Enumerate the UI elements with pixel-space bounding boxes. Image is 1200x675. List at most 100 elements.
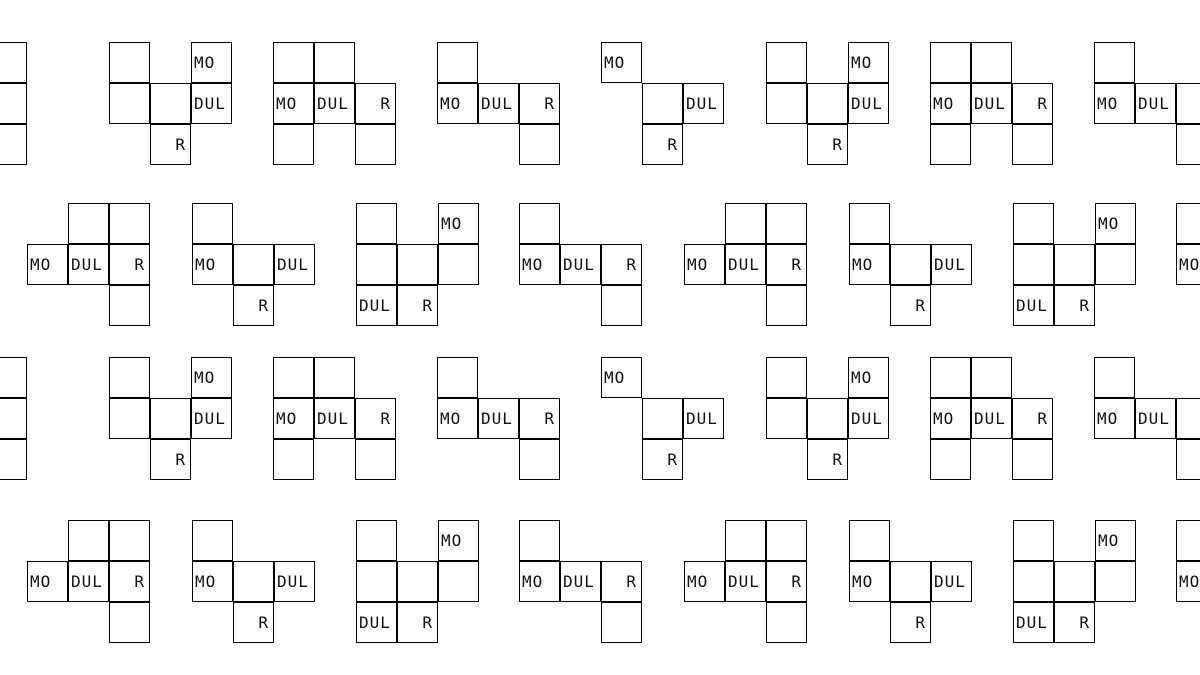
cell-label-dul: DUL [686,409,718,428]
tile-cell: MO [848,357,889,398]
tile-cell [766,83,807,124]
tile-cell: MO [1094,83,1135,124]
tile-cell: MO [601,357,642,398]
tile-cell: DUL [68,561,109,602]
cell-label-r: R [1037,94,1048,113]
cell-label-r: R [422,296,433,315]
tile-cell: R [807,124,848,165]
tile-cell: R [890,602,931,643]
tile-cell [273,357,314,398]
tile-cell [1054,561,1095,602]
cell-label-r: R [258,613,269,632]
cell-label-dul: DUL [1138,94,1170,113]
cell-label-mo: MO [1097,94,1119,113]
cell-label-r: R [791,572,802,591]
tile-cell [1176,124,1200,165]
cell-label-dul: DUL [686,94,718,113]
tile-cell: DUL [1013,602,1054,643]
cell-label-r: R [175,450,186,469]
tile-cell: MO [1095,520,1136,561]
tile-cell: DUL [274,561,315,602]
tile-cell: MO [519,244,560,285]
tile-cell [1013,520,1054,561]
cell-label-dul: DUL [194,94,226,113]
tile-cell: DUL [725,561,766,602]
tile-cell: DUL [1135,83,1176,124]
tile-cell: R [601,561,642,602]
cell-label-dul: DUL [974,409,1006,428]
tile-shape: MO DUL R [109,357,269,487]
tile-cell [150,398,191,439]
tile-cell [1094,357,1135,398]
tile-cell [150,83,191,124]
cell-label-mo: MO [440,94,462,113]
tile-cell [109,285,150,326]
cell-label-mo: MO [276,94,298,113]
cell-label-r: R [380,409,391,428]
tile-cell: MO [684,244,725,285]
cell-label-mo: MO [1097,409,1119,428]
tile-cell: DUL [274,244,315,285]
tile-cell [0,357,27,398]
tile-cell: DUL [356,602,397,643]
tile-cell: R [397,602,438,643]
tile-cell: R [109,244,150,285]
tile-cell [849,520,890,561]
tile-cell: DUL [683,398,724,439]
cell-label-r: R [380,94,391,113]
tile-cell: R [766,561,807,602]
cell-label-dul: DUL [277,572,309,591]
cell-label-r: R [832,135,843,154]
tile-cell [273,42,314,83]
tile-cell [273,439,314,480]
tile-cell [890,244,931,285]
tile-cell: DUL [191,83,232,124]
cell-label-mo: MO [194,368,216,387]
tile-cell [109,520,150,561]
tile-cell [233,244,274,285]
tile-cell [766,357,807,398]
tile-cell [397,561,438,602]
tile-cell [1013,203,1054,244]
cell-label-dul: DUL [194,409,226,428]
tile-cell: MO [273,398,314,439]
tile-cell [314,357,355,398]
tile-cell [0,42,27,83]
tile-cell [0,83,27,124]
cell-label-mo: MO [851,53,873,72]
cell-label-r: R [544,409,555,428]
cell-label-dul: DUL [277,255,309,274]
tile-cell [725,520,766,561]
tile-cell: MO [848,42,889,83]
tile-cell: MO [930,83,971,124]
tile-cell [68,203,109,244]
tile-cell [807,398,848,439]
tile-cell: DUL [971,398,1012,439]
cell-label-dul: DUL [851,409,883,428]
cell-label-r: R [626,572,637,591]
tile-cell [437,357,478,398]
cell-label-dul: DUL [1016,296,1048,315]
tile-cell: R [519,83,560,124]
tile-cell: R [642,439,683,480]
tile-cell [807,83,848,124]
tile-cell: DUL [314,398,355,439]
tile-cell [930,357,971,398]
cell-label-mo: MO [687,255,709,274]
cell-label-r: R [1079,613,1090,632]
tile-cell [766,520,807,561]
tile-cell: MO [930,398,971,439]
tile-cell: MO [192,244,233,285]
cell-label-mo: MO [440,409,462,428]
cell-label-dul: DUL [851,94,883,113]
tile-cell: DUL [356,285,397,326]
